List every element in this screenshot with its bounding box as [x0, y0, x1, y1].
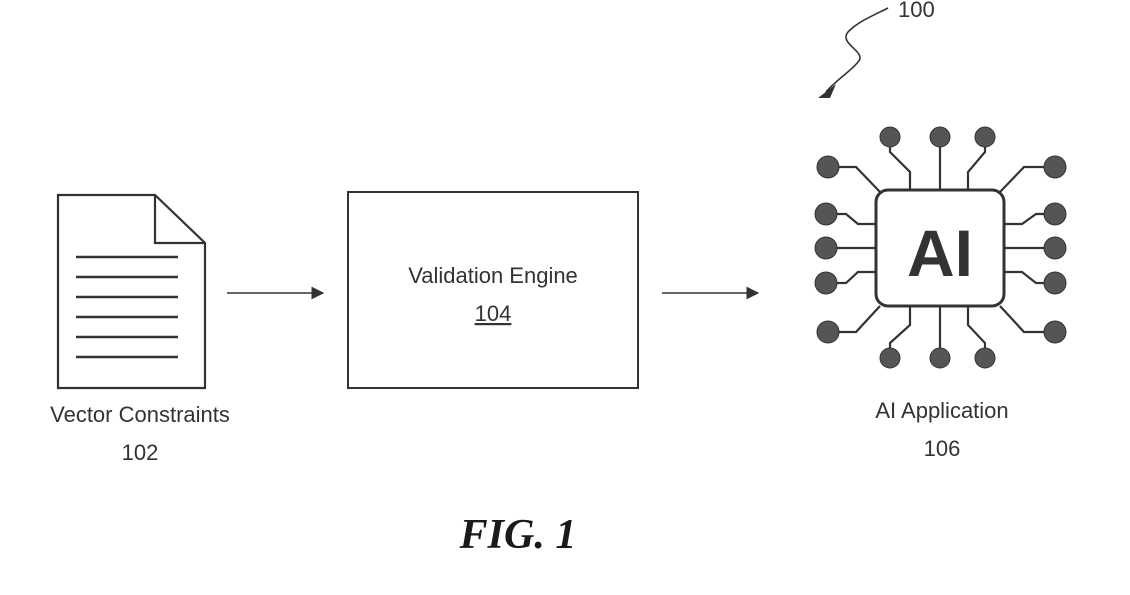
figure-reference-number: 100 — [898, 0, 935, 22]
reference-leader-arrowhead — [818, 84, 836, 98]
ai-chip-icon: AI — [815, 127, 1066, 368]
vector-constraints-number: 102 — [122, 440, 159, 465]
validation-engine-label: Validation Engine — [408, 263, 578, 288]
reference-leader-line — [826, 8, 888, 92]
figure-caption: FIG. 1 — [459, 512, 577, 558]
vector-constraints-label: Vector Constraints — [50, 402, 230, 427]
validation-engine-box — [348, 192, 638, 388]
document-icon — [58, 195, 205, 388]
validation-engine-number: 104 — [475, 301, 512, 326]
ai-application-label: AI Application — [875, 398, 1008, 423]
ai-application-number: 106 — [924, 436, 961, 461]
ai-chip-text: AI — [907, 216, 973, 290]
